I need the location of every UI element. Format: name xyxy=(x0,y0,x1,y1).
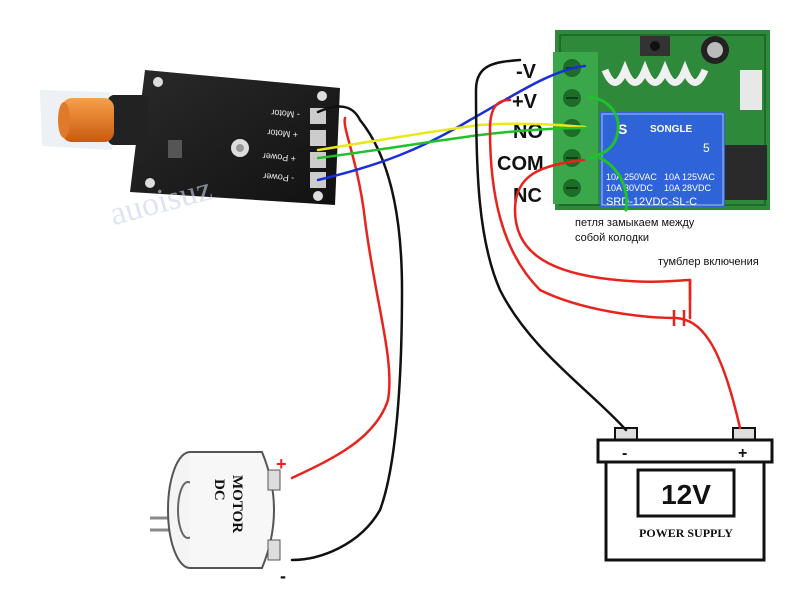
relay-rating-left-2: 10A 30VDC xyxy=(606,183,654,193)
relay-model: SRD-12VDC-SL-C xyxy=(606,196,697,208)
relay-number: 5 xyxy=(703,141,710,155)
svg-text:S: S xyxy=(618,121,627,137)
antenna-coil xyxy=(601,60,709,86)
songle-relay: SONGLE S 5 10A 250VAC 10A 30VDC 10A 125V… xyxy=(600,112,725,208)
pin-label-power-minus: - Power xyxy=(263,171,295,184)
pin-label-power-plus: + Power xyxy=(262,151,296,164)
wire-black-battery-minus xyxy=(474,58,628,432)
wire-green-power-plus xyxy=(316,126,587,160)
relay-rating-left-1: 10A 250VAC xyxy=(606,172,657,182)
relay-brand: SONGLE xyxy=(650,124,693,135)
terminal-label-plus-v: +V xyxy=(512,91,538,113)
wires xyxy=(290,58,742,562)
wire-red-motor-plus xyxy=(290,116,391,480)
potentiometer-body xyxy=(108,95,148,145)
toggle-note: тумблер включения xyxy=(658,256,759,268)
motor-label-dc: DC xyxy=(211,479,227,501)
speed-knob[interactable] xyxy=(62,98,114,142)
terminal-label-nc: NC xyxy=(513,185,542,207)
motor-label-motor: MOTOR xyxy=(229,475,245,533)
loop-note-line1: петля замыкаем между xyxy=(575,217,695,229)
terminal-label-no: NO xyxy=(513,121,543,143)
relay-module: SONGLE S 5 10A 250VAC 10A 30VDC 10A 125V… xyxy=(553,30,770,210)
pin-label-motor-minus: - Motor xyxy=(271,108,300,120)
terminal-label-minus-v: -V xyxy=(516,61,537,83)
battery-voltage: 12V xyxy=(661,479,711,510)
terminal-label-com: COM xyxy=(497,153,544,175)
battery-voltage-box xyxy=(636,468,736,518)
pwm-board-pcb xyxy=(130,70,340,205)
motor-minus-label: - xyxy=(280,566,286,586)
pin-label-motor-plus: + Motor xyxy=(267,127,299,140)
wire-yellow-power-plus xyxy=(316,122,587,152)
toggle-switch-symbol xyxy=(672,280,692,326)
wire-green-loop-plus-v-com xyxy=(588,95,620,160)
wire-blue-power-minus xyxy=(316,64,587,182)
battery-12v: 12V POWER SUPPLY - + xyxy=(596,427,774,562)
wire-green-loop-com-tail xyxy=(598,156,629,212)
battery-caption: POWER SUPPLY xyxy=(639,526,733,540)
relay-rating-right-2: 10A 28VDC xyxy=(664,183,712,193)
wire-red-com-to-toggle xyxy=(513,158,692,320)
dc-motor: DC MOTOR + - xyxy=(150,451,287,586)
motor-plus-label: + xyxy=(276,454,287,474)
wire-red-battery-plus xyxy=(488,98,742,430)
pwm-controller-board: - Motor + Motor + Power - Power auoisuz xyxy=(40,70,340,233)
loop-note-line2: собой колодки xyxy=(575,232,649,244)
battery-minus-label: - xyxy=(622,445,627,462)
relay-rating-right-1: 10A 125VAC xyxy=(664,172,715,182)
battery-plus-label: + xyxy=(738,445,747,462)
wire-black-motor-minus xyxy=(290,105,404,562)
